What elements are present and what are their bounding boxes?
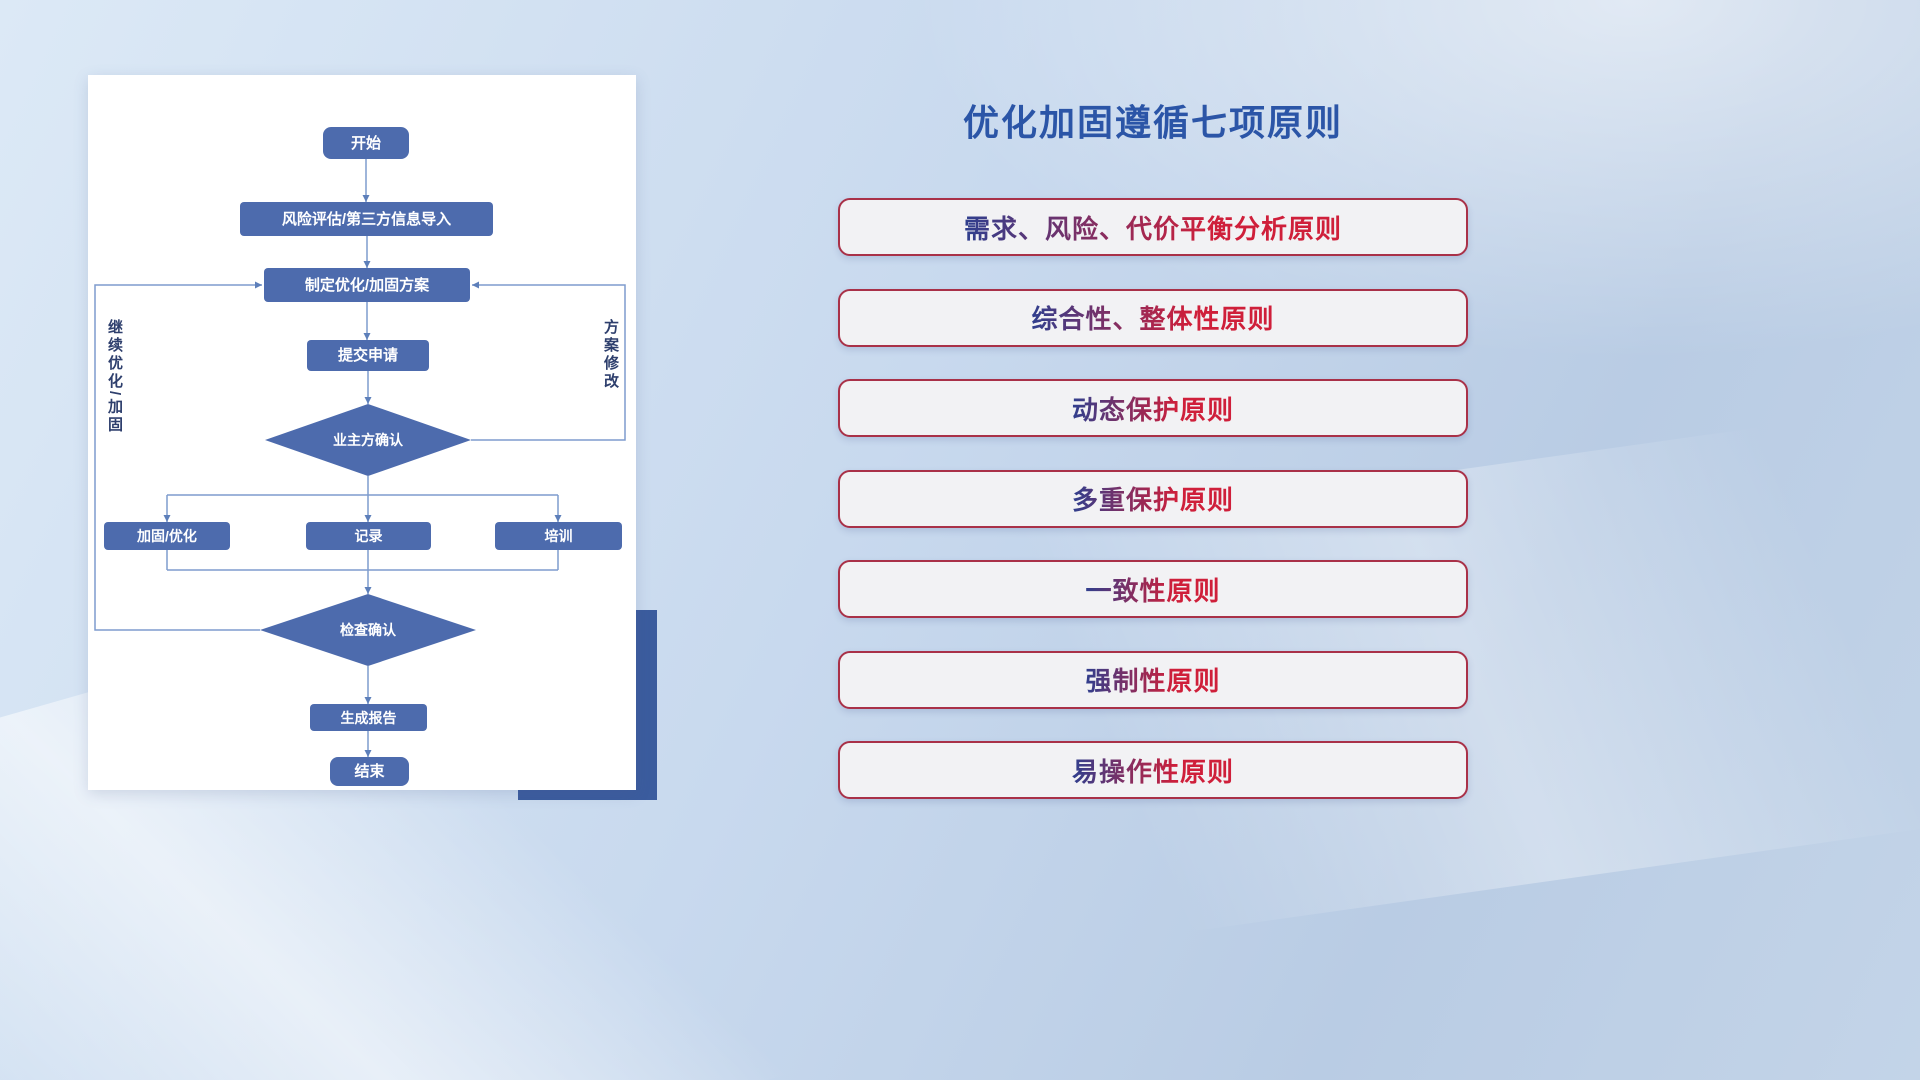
principle-item-consistency: 一致性原则: [838, 560, 1468, 618]
principle-item-dynamic-protection: 动态保护原则: [838, 379, 1468, 437]
flow-decision-check-confirm-label: 检查确认: [340, 622, 396, 638]
flow-node-record-label: 记录: [354, 528, 383, 544]
flow-edge-label-plan-modify: 方案修改: [602, 319, 619, 391]
flow-decision-check-confirm: 检查确认: [260, 594, 476, 666]
principle-item-comprehensive-integrity: 综合性、整体性原则: [838, 288, 1468, 347]
flowchart-card: 开始 风险评估/第三方信息导入 制定优化/加固方案 提交申请 业主方确认 加固/…: [88, 75, 636, 790]
principle-item-label: 强制性原则: [1085, 661, 1220, 698]
flow-node-start: 开始: [323, 127, 409, 159]
principle-item-label: 易操作性原则: [1072, 752, 1234, 789]
flow-node-start-label: 开始: [350, 134, 381, 152]
flow-node-end: 结束: [330, 757, 409, 786]
principle-item-label: 一致性原则: [1085, 571, 1220, 608]
flow-node-risk-assessment: 风险评估/第三方信息导入: [240, 202, 493, 236]
flow-node-risk-assessment-label: 风险评估/第三方信息导入: [281, 210, 452, 228]
page-title: 优化加固遵循七项原则: [962, 102, 1343, 143]
flow-node-generate-report: 生成报告: [310, 704, 427, 731]
principle-item-operability: 易操作性原则: [838, 741, 1468, 799]
flow-node-make-plan: 制定优化/加固方案: [264, 268, 470, 302]
flow-node-reinforce-optimize-label: 加固/优化: [137, 528, 197, 544]
flow-node-training-label: 培训: [544, 528, 573, 544]
principles-list: 需求、风险、代价平衡分析原则 综合性、整体性原则 动态保护原则 多重保护原则 一…: [838, 198, 1468, 799]
flow-node-submit-request: 提交申请: [307, 340, 429, 371]
flow-node-record: 记录: [306, 522, 431, 550]
flow-node-submit-request-label: 提交申请: [337, 347, 398, 364]
principle-item-label: 多重保护原则: [1072, 480, 1234, 517]
flow-edge-label-continue-optimize: 继续优化/加固: [106, 319, 123, 435]
flow-node-reinforce-optimize: 加固/优化: [104, 522, 230, 550]
principle-item-mandatory: 强制性原则: [838, 650, 1468, 709]
flow-node-make-plan-label: 制定优化/加固方案: [304, 276, 430, 294]
principle-item-label: 综合性、整体性原则: [1031, 299, 1274, 336]
flow-node-end-label: 结束: [354, 763, 385, 780]
principle-item-balance-analysis: 需求、风险、代价平衡分析原则: [838, 198, 1468, 256]
flow-node-training: 培训: [495, 522, 622, 550]
flow-decision-owner-confirm-label: 业主方确认: [333, 432, 403, 448]
principle-item-multiple-protection: 多重保护原则: [838, 469, 1468, 528]
flow-node-generate-report-label: 生成报告: [340, 709, 397, 726]
principle-item-label: 动态保护原则: [1072, 390, 1234, 427]
principle-item-label: 需求、风险、代价平衡分析原则: [964, 209, 1342, 246]
flow-decision-owner-confirm: 业主方确认: [265, 404, 471, 476]
